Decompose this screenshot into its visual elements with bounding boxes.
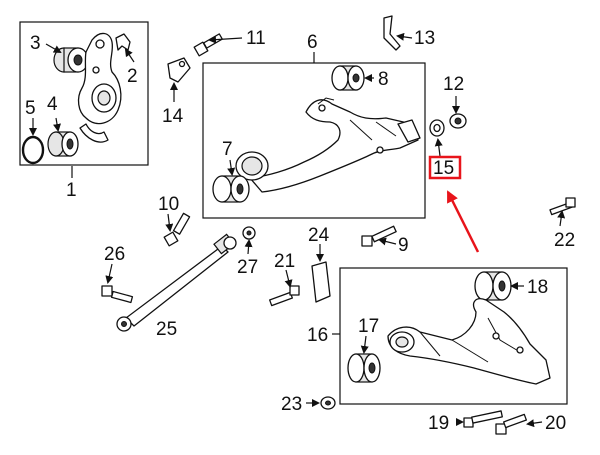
- callout-26: 26: [104, 244, 125, 265]
- callout-11: 11: [246, 28, 266, 49]
- knuckle-group-frame: [19, 21, 149, 166]
- bushing-part-3: [53, 47, 89, 73]
- callout-7: 7: [222, 139, 233, 160]
- nut-part-23: [320, 396, 336, 410]
- callout-labels: 3 2 5 4 1 11 6 13 14 8 12 7 10 22 24 9 2…: [25, 28, 575, 434]
- callout-6: 6: [307, 32, 318, 53]
- bolt-part-22: [549, 197, 576, 216]
- callout-12: 12: [443, 74, 464, 95]
- callout-19: 19: [428, 413, 449, 434]
- callout-22: 22: [554, 230, 575, 251]
- knuckle-part-1: [77, 32, 122, 143]
- bushing-part-7: [212, 175, 250, 203]
- bushing-part-17: [347, 353, 381, 383]
- highlight-arrow: [446, 190, 480, 253]
- bolt-part-19: [463, 410, 503, 428]
- callout-23: 23: [281, 394, 302, 415]
- callout-10: 10: [158, 194, 179, 215]
- callout-3: 3: [30, 33, 41, 54]
- callout-9: 9: [398, 235, 409, 256]
- leader-lines: [29, 32, 566, 428]
- upper-arm-part-6: [235, 97, 421, 193]
- bolt-part-26: [101, 285, 134, 304]
- bushing-part-4: [47, 131, 79, 157]
- callout-24: 24: [308, 225, 330, 246]
- bolt-part-11: [193, 33, 223, 57]
- callout-20: 20: [545, 413, 566, 434]
- tie-rod-part-25: [116, 233, 237, 332]
- bolt-part-21: [268, 285, 300, 307]
- lower-arm-group: [339, 267, 568, 405]
- clip-part-2: [115, 33, 131, 51]
- upper-arm-group: [202, 62, 426, 219]
- bracket-part-14: [167, 57, 191, 83]
- nut-part-27: [242, 226, 256, 240]
- callout-4: 4: [47, 94, 58, 115]
- bracket-part-24: [311, 261, 331, 303]
- nut-part-12: [449, 113, 467, 129]
- callout-27: 27: [237, 257, 258, 278]
- callout-25: 25: [156, 319, 177, 340]
- callout-15: 15: [433, 158, 454, 179]
- callout-13: 13: [414, 28, 435, 49]
- callout-2: 2: [127, 66, 138, 87]
- washer-part-15: [429, 119, 445, 137]
- callout-18: 18: [527, 277, 548, 298]
- bolt-part-10: [163, 212, 191, 247]
- callout-21: 21: [274, 251, 295, 272]
- bracket-part-13: [383, 15, 401, 51]
- callout-14: 14: [162, 106, 184, 127]
- lower-arm-group-frame: [339, 267, 568, 405]
- knuckle-group: [19, 21, 149, 166]
- snap-ring-part-5: [21, 135, 45, 165]
- callout-5: 5: [25, 98, 36, 119]
- bolt-part-9: [361, 225, 397, 247]
- bushing-part-8: [331, 65, 365, 91]
- callout-16: 16: [307, 325, 328, 346]
- callout-8: 8: [378, 69, 389, 90]
- bushing-part-18: [474, 271, 512, 301]
- highlight-box: [428, 155, 462, 180]
- bolt-part-20: [495, 413, 528, 435]
- callout-17: 17: [358, 316, 379, 337]
- lower-arm-part-16: [387, 298, 551, 385]
- callout-1: 1: [66, 180, 77, 201]
